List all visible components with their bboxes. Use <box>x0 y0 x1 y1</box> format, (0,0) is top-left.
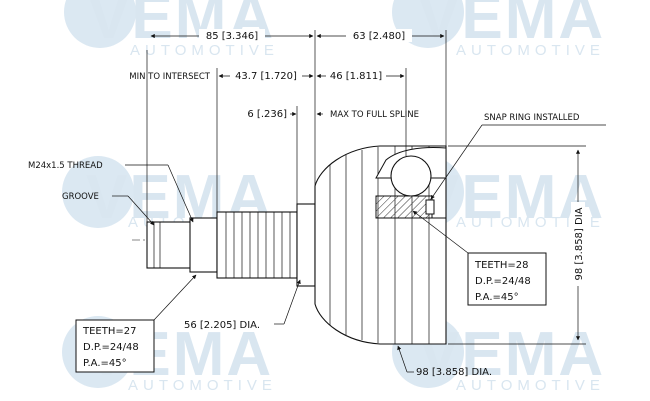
spec-right-dp: D.P.=24/48 <box>475 276 531 287</box>
min-to-intersect-label: MIN TO INTERSECT <box>129 72 211 82</box>
groove-label: GROOVE <box>62 192 99 202</box>
watermark-tagline: AUTOMOTIVE <box>456 42 605 59</box>
cv-joint-part <box>132 145 447 345</box>
callout-snap-ring: SNAP RING INSTALLED <box>430 113 606 200</box>
spline-lines <box>225 212 291 278</box>
spline-length-value: 46 [1.811] <box>330 71 382 82</box>
watermark-tagline: AUTOMOTIVE <box>456 377 605 394</box>
min-to-intersect-value: 43.7 [1.720] <box>235 71 297 82</box>
thread-label: M24x1.5 THREAD <box>28 161 103 171</box>
groove-collar <box>189 217 218 273</box>
spec-right-pa: P.A.=45° <box>475 292 519 303</box>
watermark-top-right: VEMA AUTOMOTIVE <box>392 0 605 59</box>
callout-shaft-dia: 56 [2.205] DIA. <box>184 279 301 331</box>
inner-race-hatched <box>375 195 433 219</box>
callout-groove: GROOVE <box>62 192 155 226</box>
dim-overall-left-text: 85 [3.346] <box>206 31 258 42</box>
spec-box-right: TEETH=28 D.P.=24/48 P.A.=45° <box>412 210 547 306</box>
ball-bearing <box>390 155 432 197</box>
dimension-bell-dia-vertical: 98 [3.858] DIA <box>448 145 586 345</box>
watermark-logo-icon <box>62 156 134 228</box>
watermark-tagline: AUTOMOTIVE <box>130 42 279 59</box>
watermark-top-left: VEMA AUTOMOTIVE <box>64 0 279 59</box>
watermark-tagline: AUTOMOTIVE <box>456 214 605 231</box>
dim-overall-right-text: 63 [2.480] <box>353 31 405 42</box>
spec-left-pa: P.A.=45° <box>83 358 127 369</box>
bell-dia-bottom-text: 98 [3.858] DIA. <box>416 367 492 378</box>
splined-shaft <box>216 211 298 279</box>
callout-thread: M24x1.5 THREAD <box>28 161 194 223</box>
watermark-tagline: AUTOMOTIVE <box>128 377 277 394</box>
spec-right-teeth: TEETH=28 <box>474 260 528 271</box>
dimension-overall-right: 63 [2.480] <box>316 29 447 146</box>
shaft-dia-label: 56 [2.205] DIA. <box>184 320 260 331</box>
spec-left-teeth: TEETH=27 <box>82 326 136 337</box>
dimension-overall-left: 85 [3.346] <box>146 29 316 222</box>
bell-dia-vertical-text: 98 [3.858] DIA <box>574 207 585 280</box>
watermark-group: VEMA AUTOMOTIVE VEMA AUTOMOTIVE VEMA AUT… <box>62 0 605 394</box>
snap-ring-label: SNAP RING INSTALLED <box>484 113 580 123</box>
dimension-min-to-intersect: MIN TO INTERSECT 43.7 [1.720] <box>129 68 314 212</box>
dimension-offset: 6 [.236] MAX TO FULL SPLINE <box>247 106 419 204</box>
callout-bell-dia-bottom: 98 [3.858] DIA. <box>397 345 492 378</box>
watermark-brand: VEMA <box>88 0 275 52</box>
max-to-full-spline-label: MAX TO FULL SPLINE <box>330 110 419 120</box>
watermark-brand: VEMA <box>418 0 605 52</box>
spec-box-left: TEETH=27 D.P.=24/48 P.A.=45° <box>75 274 197 373</box>
spec-left-dp: D.P.=24/48 <box>83 342 139 353</box>
offset-value: 6 [.236] <box>247 109 287 120</box>
watermark-brand: VEMA <box>418 320 605 389</box>
snap-ring <box>425 199 435 215</box>
cutaway-section <box>375 147 447 219</box>
shaft-neck <box>296 203 316 287</box>
dimension-spline-length: 46 [1.811] <box>316 68 407 156</box>
watermark-logo-icon <box>64 0 136 48</box>
